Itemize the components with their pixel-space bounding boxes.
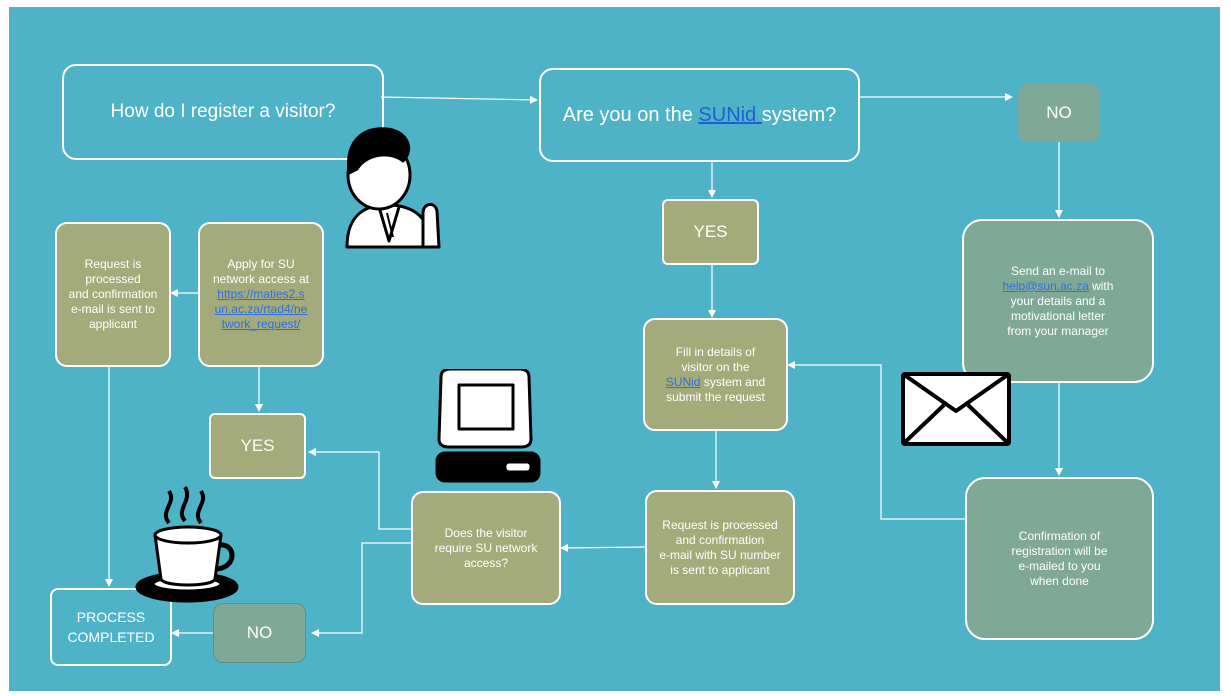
fill-details-box: Fill in details of visitor on the SUNid … — [643, 318, 788, 431]
confirmation-line4: when done — [1030, 573, 1089, 588]
process-completed-box: PROCESS COMPLETED — [50, 588, 172, 666]
confirmation-line3: e-mailed to you — [1018, 558, 1101, 573]
sunid-link[interactable]: SUNid — [698, 103, 762, 126]
start-question-text: How do I register a visitor? — [110, 101, 336, 122]
sunid-question-prefix: Are you on the — [562, 103, 699, 126]
send-email-line1: Send an e-mail to — [1010, 263, 1106, 278]
request-su-line3: e-mail with SU number — [659, 547, 781, 562]
fill-details-line4: submit the request — [666, 389, 765, 404]
apply-line2: network access at — [212, 272, 310, 286]
confirmation-line2: registration will be — [1011, 543, 1108, 558]
request-left-line2: processed — [85, 272, 141, 286]
computer-icon — [435, 369, 541, 483]
help-email-link[interactable]: help@sun.ac.za — [1002, 278, 1089, 293]
request-processed-left-box: Request is processed and confirmation e-… — [55, 222, 171, 367]
network-request-link-part1[interactable]: https://maties2.s — [217, 287, 305, 301]
confirmation-registration-text: Confirmation of registration will be e-m… — [1011, 529, 1107, 589]
request-left-line1: Request is — [84, 257, 142, 271]
send-email-text: Send an e-mail to help@sun.ac.za with yo… — [1003, 264, 1114, 339]
apply-network-text: Apply for SU network access at https://m… — [213, 257, 309, 332]
process-completed-line2: COMPLETED — [67, 629, 155, 645]
send-email-box: Send an e-mail to help@sun.ac.za with yo… — [962, 219, 1154, 383]
send-email-line5: from your manager — [1007, 323, 1109, 338]
sunid-question-suffix: system? — [761, 103, 837, 126]
yes-mid-box: YES — [662, 199, 759, 265]
network-q-line3: access? — [463, 555, 509, 570]
confirmation-registration-box: Confirmation of registration will be e-m… — [965, 477, 1154, 640]
send-email-line4: motivational letter — [1010, 308, 1106, 323]
network-q-line1: Does the visitor — [444, 525, 528, 540]
arrow-confirm-to-fill — [787, 361, 965, 520]
fill-details-text: Fill in details of visitor on the SUNid … — [666, 345, 765, 405]
yes-left-box: YES — [209, 413, 306, 479]
fill-details-line3: system and — [700, 374, 766, 389]
request-processed-su-text: Request is processed and confirmation e-… — [659, 518, 780, 578]
send-email-line2: with — [1088, 278, 1114, 293]
request-su-line4: is sent to applicant — [670, 562, 770, 577]
no-bottom-label: NO — [246, 623, 273, 642]
start-question-box: How do I register a visitor? — [62, 64, 384, 160]
request-su-line1: Request is processed — [662, 517, 778, 532]
request-left-line3: and confirmation — [68, 287, 158, 301]
sunid-question-text: Are you on the SUNid system? — [563, 104, 836, 127]
sunid-question-box: Are you on the SUNid system? — [539, 68, 860, 162]
request-left-line4: e-mail is sent to — [70, 302, 156, 316]
no-top-box: NO — [1018, 84, 1100, 142]
confirmation-line1: Confirmation of — [1018, 528, 1101, 543]
network-q-line2: require SU network — [434, 540, 538, 555]
arrow-processed-to-question — [560, 543, 646, 552]
network-request-link-part3[interactable]: twork_request/ — [221, 317, 301, 331]
coffee-cup-icon — [135, 486, 239, 603]
send-email-line3: your details and a — [1010, 293, 1106, 308]
connector-lines — [105, 93, 1063, 637]
request-processed-left-text: Request is processed and confirmation e-… — [69, 257, 158, 332]
yes-mid-label: YES — [693, 222, 728, 241]
apply-line1: Apply for SU — [227, 257, 295, 271]
request-left-line5: applicant — [88, 317, 138, 331]
process-completed-text: PROCESS COMPLETED — [67, 607, 154, 647]
arrow-question-to-yes — [308, 448, 411, 530]
envelope-icon — [901, 372, 1011, 446]
network-request-link-part2[interactable]: un.ac.za/rtad4/ne — [214, 302, 308, 316]
yes-left-label: YES — [240, 436, 275, 455]
person-icon — [345, 127, 441, 249]
no-bottom-box: NO — [213, 603, 306, 663]
visitor-network-question-box: Does the visitor require SU network acce… — [411, 491, 561, 605]
fill-details-line2: visitor on the — [681, 359, 750, 374]
visitor-network-question-text: Does the visitor require SU network acce… — [435, 526, 538, 571]
request-su-line2: and confirmation — [675, 532, 765, 547]
fill-sunid-link[interactable]: SUNid — [665, 374, 701, 389]
process-completed-line1: PROCESS — [76, 609, 146, 625]
arrow-start-to-sunid — [380, 95, 538, 104]
request-processed-su-box: Request is processed and confirmation e-… — [645, 490, 795, 605]
arrow-question-to-no — [311, 542, 411, 637]
flowchart-canvas: How do I register a visitor? Are you on … — [9, 7, 1220, 691]
fill-details-line1: Fill in details of — [675, 344, 756, 359]
apply-network-box: Apply for SU network access at https://m… — [198, 222, 324, 367]
no-top-label: NO — [1046, 103, 1072, 122]
